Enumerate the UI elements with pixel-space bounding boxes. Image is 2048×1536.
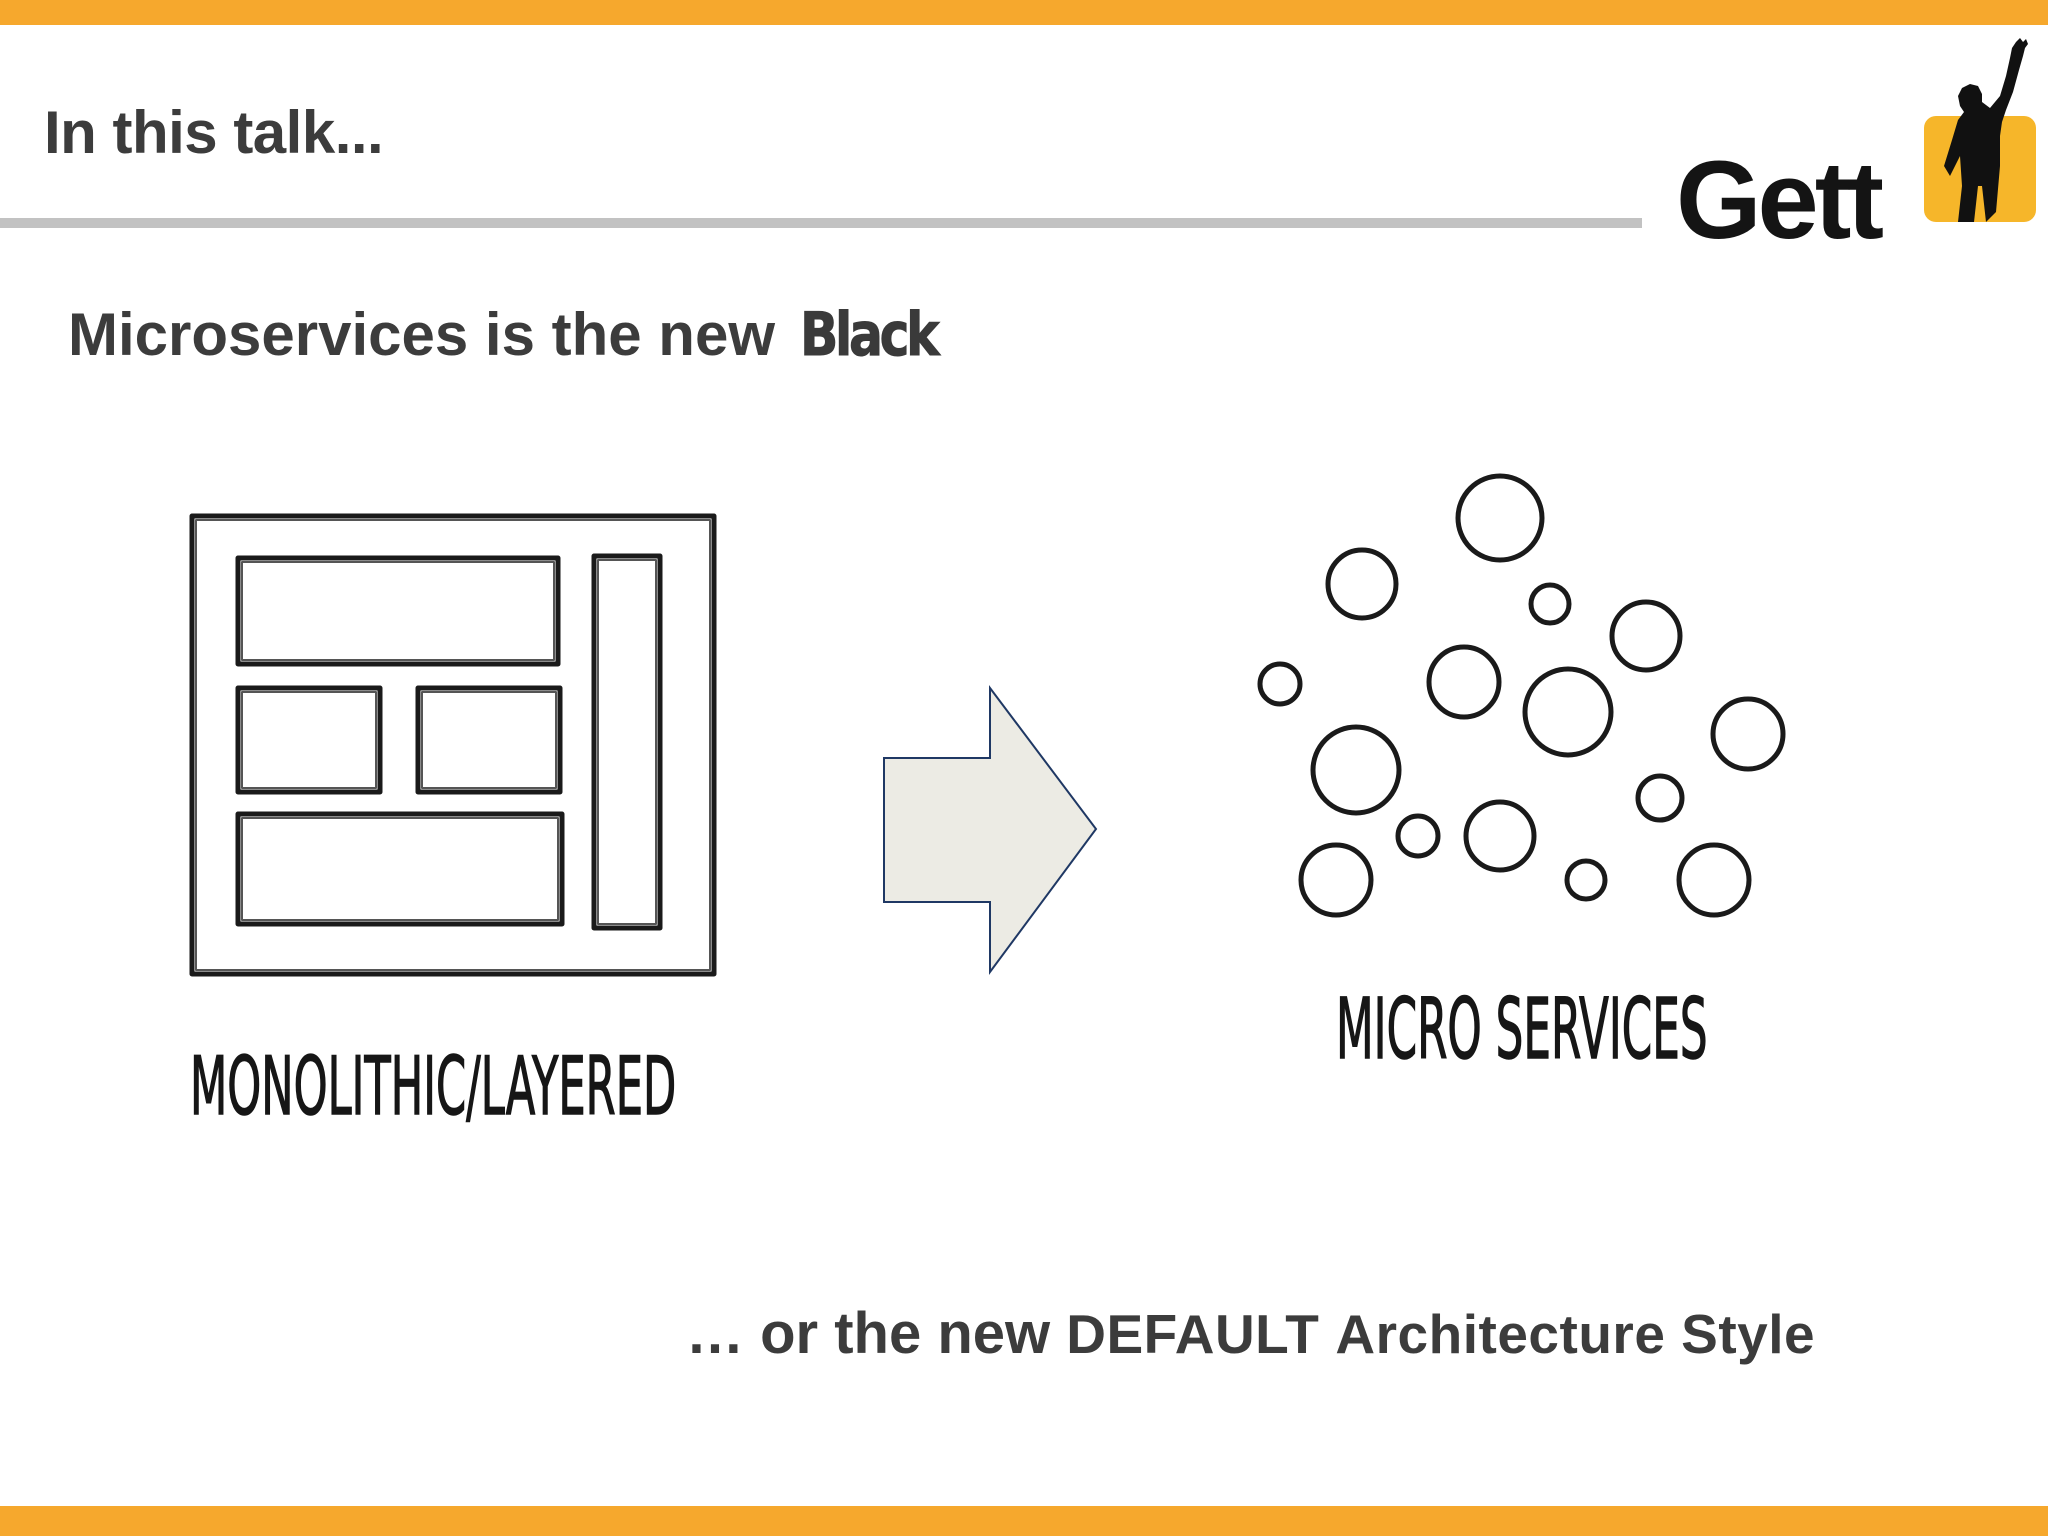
service-circle	[1310, 724, 1402, 816]
footer-tail-text: Architecture Style	[1335, 1303, 1816, 1365]
service-circle	[1635, 773, 1685, 823]
service-circle	[1564, 858, 1608, 902]
person-raising-hand-icon	[1924, 38, 2036, 222]
service-circle	[1676, 842, 1752, 918]
slide-title: In this talk...	[44, 99, 384, 166]
title-divider	[0, 218, 1642, 228]
microservices-sketch	[1257, 473, 1786, 918]
service-circle	[1426, 644, 1502, 720]
footer-statement: … or the new DEFAULT Architecture Style	[686, 1300, 1815, 1367]
right-arrow-icon	[883, 685, 1098, 976]
footer-caps-text: DEFAULT	[1066, 1303, 1320, 1365]
logo-wordmark: Gett	[1676, 139, 1884, 262]
subtitle-main-text: Microservices is the new	[68, 301, 775, 368]
monolith-block-side	[591, 553, 663, 931]
bottom-accent-bar	[0, 1506, 2048, 1536]
service-circle	[1455, 473, 1545, 563]
monolith-outer-frame	[189, 513, 717, 977]
footer-lead-text: … or the new	[686, 1301, 1051, 1366]
microservices-label: MICRO SERVICES	[1336, 979, 1708, 1079]
top-accent-bar	[0, 0, 2048, 25]
subtitle-emphasis-text: Black	[799, 300, 940, 371]
service-circle	[1609, 599, 1683, 673]
service-circle	[1463, 799, 1537, 873]
slide-subtitle: Microservices is the new Black	[68, 300, 962, 371]
service-circle	[1710, 696, 1786, 772]
monolith-block-top	[235, 555, 561, 667]
monolith-block-mid-right	[415, 685, 563, 795]
service-circle	[1325, 547, 1399, 621]
monolithic-label: MONOLITHIC/LAYERED	[190, 1039, 677, 1134]
monolith-sketch	[189, 513, 717, 977]
gett-logo: Gett	[1672, 36, 2038, 256]
service-circle	[1257, 661, 1303, 707]
monolith-block-bottom	[235, 811, 565, 927]
monolith-block-mid-left	[235, 685, 383, 795]
service-circle	[1395, 813, 1441, 859]
service-circle	[1522, 666, 1614, 758]
service-circle	[1528, 582, 1572, 626]
service-circle	[1298, 842, 1374, 918]
